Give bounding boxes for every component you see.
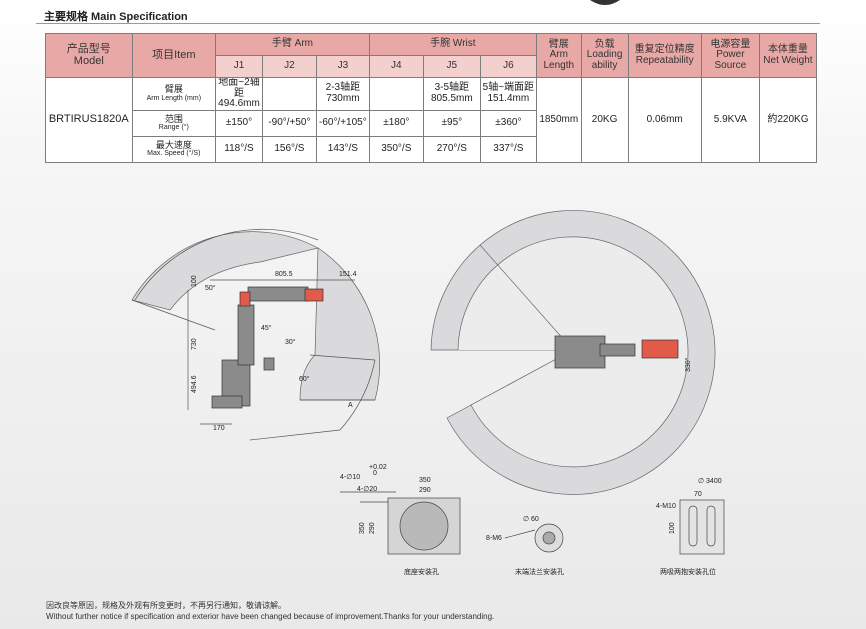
base-holes-1: 4-∅10 <box>340 474 360 481</box>
joint-header: J5 <box>422 55 481 78</box>
base-tol-zero: 0 <box>373 470 377 477</box>
row-label-range: 范围 Range (°) <box>131 109 217 137</box>
angle-30: 30° <box>285 338 296 346</box>
clamp-labels: 4-M10 70 100 两吸两抱安装孔位 <box>656 491 716 576</box>
clamp-caption: 两吸两抱安装孔位 <box>660 567 716 576</box>
clamp-h: 100 <box>669 522 676 534</box>
arm-length-value: 1850mm <box>535 77 582 163</box>
base-holes-2: 4-∅20 <box>357 486 377 493</box>
model-cell: BRTIRUS1820A <box>45 77 133 163</box>
range-cell: -60°/+105° <box>315 109 370 137</box>
flange-labels: ∅ 60 8-M6 末端法兰安装孔 <box>486 516 564 576</box>
section-title: 主要规格 Main Specification <box>44 11 188 23</box>
dim-330: 330° <box>684 357 692 372</box>
wrist-group-header: 手腕 Wrist <box>368 33 537 56</box>
side-view-labels: 805.5 151.4 100 730 494.6 170 50° 45° 30… <box>191 271 357 432</box>
arm-length-cell: 地面~2轴距 494.6mm <box>215 77 263 111</box>
label-a: A <box>348 402 353 409</box>
model-header: 产品型号 Model <box>45 33 133 78</box>
dim-3400: ∅ 3400 <box>698 478 722 485</box>
base-caption: 底座安装孔 <box>404 567 439 576</box>
top-view-labels: 330° ∅ 3400 <box>684 357 722 485</box>
angle-60: 60° <box>299 375 310 383</box>
arm-length-cell: 5轴~端面距 151.4mm <box>479 77 537 111</box>
speed-cell: 118°/S <box>215 135 263 163</box>
arm-length-cell: 3-5轴距 805.5mm <box>422 77 481 111</box>
decorative-arc <box>590 0 620 5</box>
item-header: 项目Item <box>131 33 217 78</box>
speed-cell: 270°/S <box>422 135 481 163</box>
row-label-speed: 最大速度 Max. Speed (°/S) <box>131 135 217 163</box>
joint-header: J1 <box>215 55 263 78</box>
speed-cell: 156°/S <box>261 135 317 163</box>
technical-drawing: 805.5 151.4 100 730 494.6 170 50° 45° 30… <box>131 210 725 576</box>
range-cell: ±360° <box>479 109 537 137</box>
clamp-w: 70 <box>694 491 702 498</box>
dim-730: 730 <box>191 338 198 350</box>
base-mount-view <box>340 491 461 555</box>
joint-header: J4 <box>368 55 424 78</box>
flange-dia: ∅ 60 <box>523 516 539 523</box>
dim-805: 805.5 <box>275 271 293 278</box>
flange-holes: 8-M6 <box>486 535 502 542</box>
speed-cell: 143°/S <box>315 135 370 163</box>
repeatability-value: 0.06mm <box>627 77 702 163</box>
joint-header: J3 <box>315 55 370 78</box>
footer-cn: 因改良等原因，规格及外观有所变更时，不再另行通知，敬请谅解。 <box>46 601 286 610</box>
loading-value: 20KG <box>580 77 629 163</box>
clamp-holes: 4-M10 <box>656 503 676 510</box>
section-header: 主要规格 Main Specification <box>36 6 820 24</box>
row-label-arm-length: 臂展 Arm Length (mm) <box>131 77 217 111</box>
joint-header: J6 <box>479 55 537 78</box>
speed-cell: 337°/S <box>479 135 537 163</box>
power-value: 5.9KVA <box>700 77 760 163</box>
range-cell: -90°/+50° <box>261 109 317 137</box>
angle-50: 50° <box>205 284 216 292</box>
dim-100: 100 <box>191 275 198 287</box>
base-h2: 290 <box>369 522 376 534</box>
arm-length-cell <box>368 77 424 111</box>
arm-length-cell <box>261 77 317 111</box>
weight-value: 約220KG <box>758 77 818 163</box>
base-h1: 350 <box>359 522 366 534</box>
angle-45: 45° <box>261 324 272 332</box>
base-mount-labels: +0.02 0 4-∅10 4-∅20 350 290 350 290 底座安装… <box>340 464 439 576</box>
dim-170: 170 <box>213 425 225 432</box>
range-cell: ±95° <box>422 109 481 137</box>
base-w2: 290 <box>419 487 431 494</box>
flange-view <box>504 523 564 553</box>
base-tol-plus: +0.02 <box>369 464 387 471</box>
footer-en: Without further notice if specification … <box>46 611 495 621</box>
speed-cell: 350°/S <box>368 135 424 163</box>
base-w1: 350 <box>419 477 431 484</box>
side-view <box>131 228 381 441</box>
range-cell: ±180° <box>368 109 424 137</box>
range-cell: ±150° <box>215 109 263 137</box>
dim-151: 151.4 <box>339 271 357 278</box>
clamp-mount-view <box>679 499 725 555</box>
arm-group-header: 手臂 Arm <box>215 33 370 56</box>
flange-caption: 末端法兰安装孔 <box>515 567 564 576</box>
joint-header: J2 <box>261 55 317 78</box>
top-view <box>430 210 716 495</box>
arm-length-cell: 2-3轴距 730mm <box>315 77 370 111</box>
dim-494: 494.6 <box>191 375 198 393</box>
footer-note: 因改良等原因，规格及外观有所变更时，不再另行通知，敬请谅解。 Without f… <box>46 601 494 623</box>
